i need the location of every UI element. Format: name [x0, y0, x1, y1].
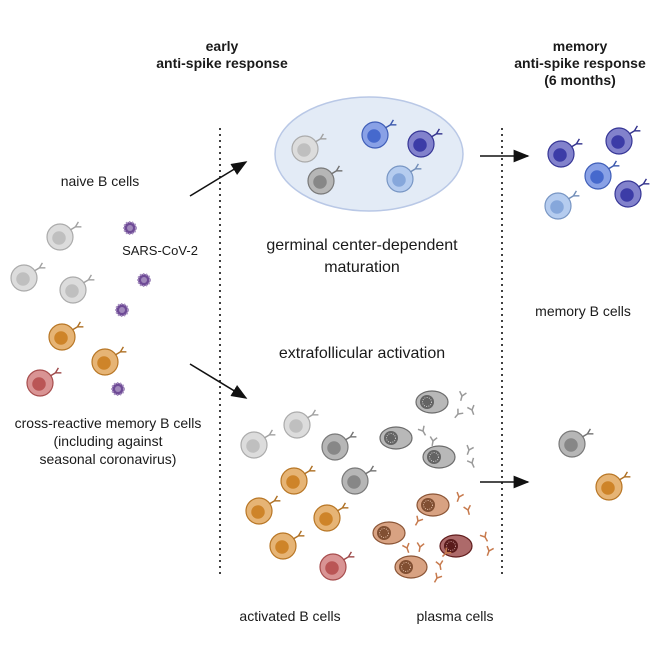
b-cell — [240, 429, 276, 459]
antibody — [463, 504, 472, 516]
label-cross-reactive-line3: seasonal coronavirus) — [40, 451, 177, 467]
label-activated-b-cells: activated B cells — [239, 608, 340, 624]
plasma-cell — [372, 521, 406, 545]
antibody — [441, 547, 452, 558]
antibody — [435, 560, 444, 571]
label-cross-reactive-line1: cross-reactive memory B cells — [15, 415, 202, 431]
b-cell — [48, 321, 84, 351]
virus-particle — [137, 273, 151, 287]
label-cross-reactive-line2: (including against — [54, 433, 163, 449]
b-cell — [341, 465, 377, 495]
antibody — [458, 390, 467, 402]
b-cell — [26, 367, 62, 397]
plasma-cell — [439, 534, 473, 558]
plasma-cell — [415, 390, 449, 414]
b-cell — [10, 262, 46, 292]
header-memory-line3: (6 months) — [544, 72, 616, 88]
b-cell — [544, 190, 580, 220]
b-cell — [280, 465, 316, 495]
plasma-cell — [416, 493, 450, 517]
b-cell — [245, 495, 281, 525]
b-cell — [386, 163, 422, 193]
antibody — [486, 545, 495, 556]
label-germinal-line1: germinal center-dependent — [266, 237, 458, 254]
antibody — [414, 515, 424, 526]
b-cell — [584, 160, 620, 190]
b-cell — [307, 165, 343, 195]
arrow-to-germinal-center — [189, 161, 248, 197]
b-cell — [407, 128, 443, 158]
virus-particle — [111, 382, 125, 396]
header-early-line1: early — [206, 38, 239, 54]
b-cell — [269, 530, 305, 560]
b-cell — [605, 125, 641, 155]
label-naive-b-cells: naive B cells — [61, 173, 140, 189]
b-cell — [361, 119, 397, 149]
antibody — [466, 404, 475, 415]
antibody — [416, 542, 425, 553]
b-cell — [91, 346, 127, 376]
b-cell — [291, 133, 327, 163]
virus-particle — [115, 303, 129, 317]
b-cell — [595, 471, 631, 501]
header-memory-line2: anti-spike response — [514, 55, 646, 71]
antibody — [479, 531, 489, 542]
label-plasma-cells: plasma cells — [416, 608, 493, 624]
label-extrafollicular: extrafollicular activation — [279, 345, 445, 362]
label-sars-cov-2: SARS-CoV-2 — [122, 243, 198, 258]
b-cell — [313, 502, 349, 532]
virus-particle — [123, 221, 137, 235]
label-germinal-line2: maturation — [324, 259, 400, 276]
antibody — [417, 425, 427, 436]
b-cell — [319, 551, 355, 581]
antibody — [454, 408, 464, 419]
header-memory-line1: memory — [553, 38, 608, 54]
antibody — [466, 444, 475, 455]
cell-group — [10, 119, 650, 583]
b-cell — [558, 428, 594, 458]
arrow-to-extrafollicular — [189, 363, 248, 399]
b-cell — [321, 431, 357, 461]
antibody — [456, 491, 465, 502]
b-cell — [614, 178, 650, 208]
b-cell — [547, 138, 583, 168]
plasma-cell — [394, 555, 428, 579]
plasma-cell — [379, 426, 413, 450]
antibody — [433, 572, 443, 583]
header-early-line2: anti-spike response — [156, 55, 288, 71]
b-cell — [59, 274, 95, 304]
plasma-cell — [422, 445, 456, 469]
label-memory-b-cells: memory B cells — [535, 303, 631, 319]
antibody — [466, 457, 475, 468]
b-cell — [283, 409, 319, 439]
antibody — [429, 436, 438, 447]
b-cell — [46, 221, 82, 251]
antibody — [401, 542, 410, 553]
